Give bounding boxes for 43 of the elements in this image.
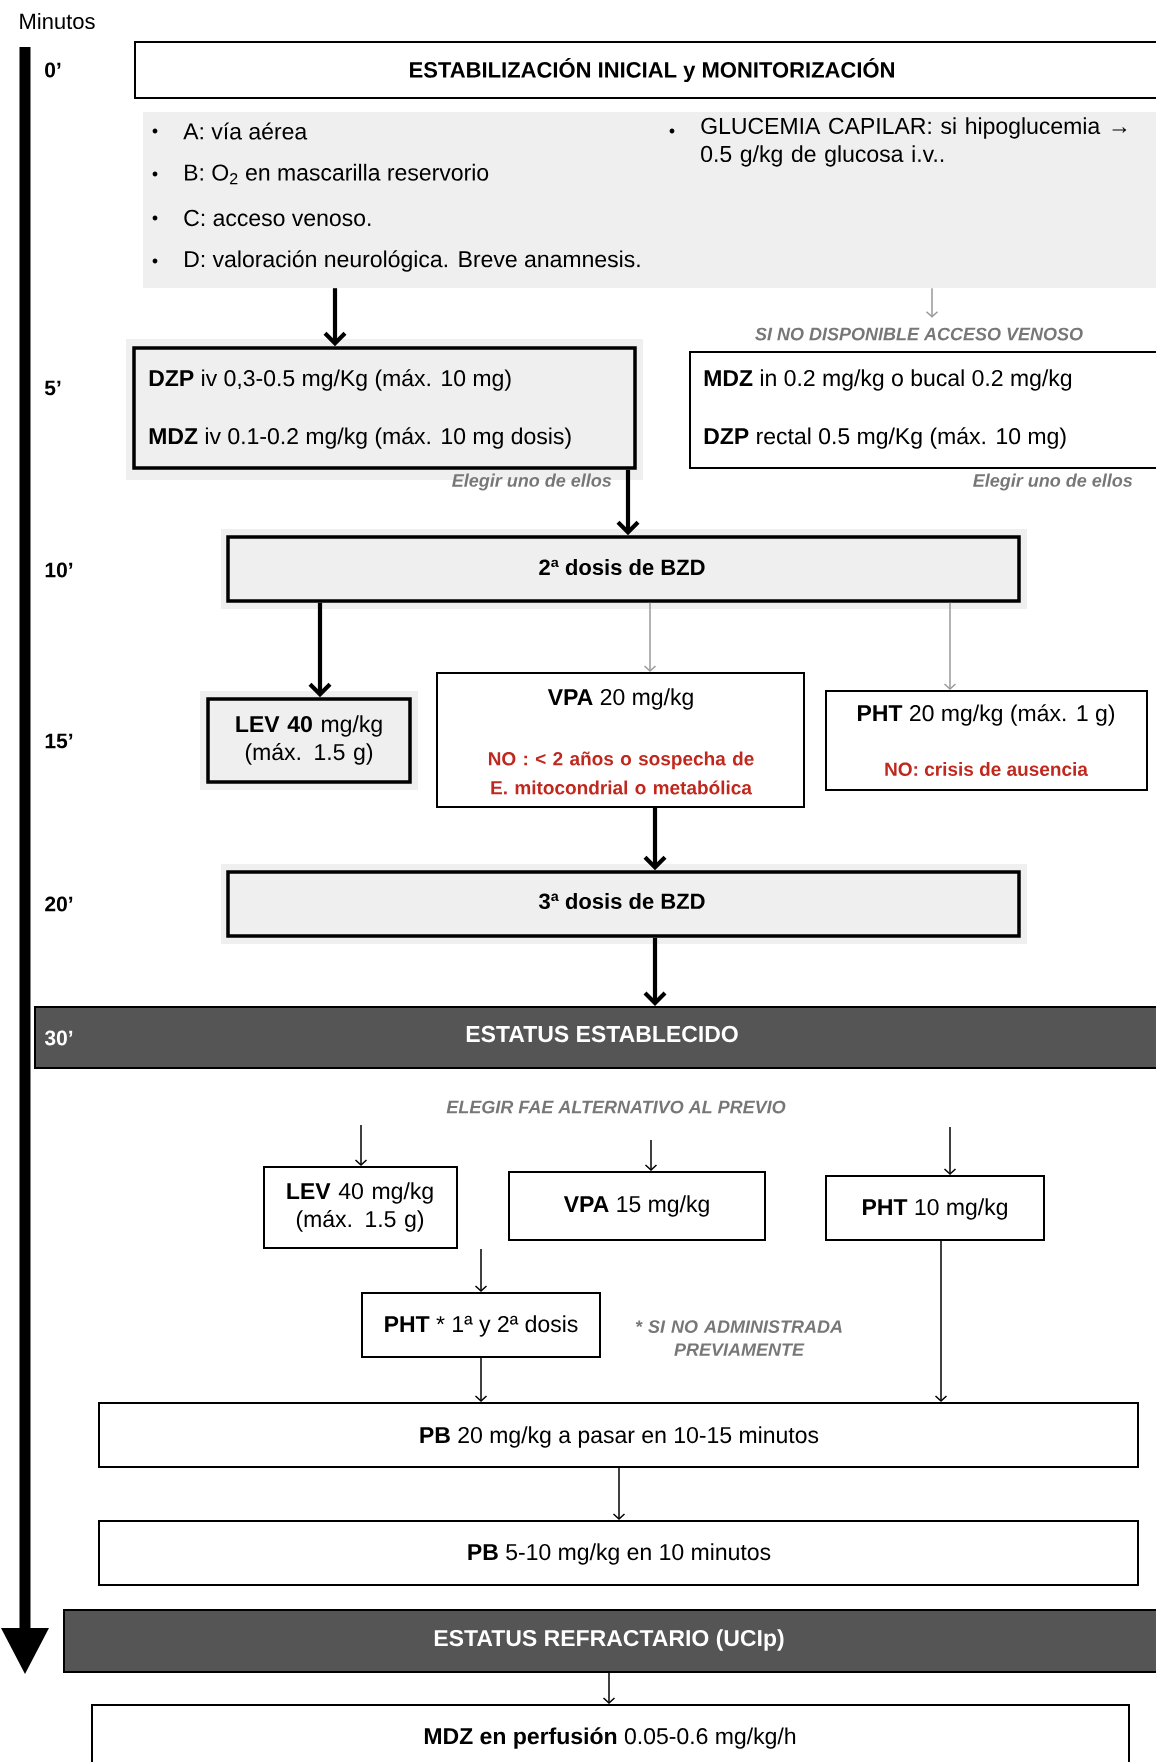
step-box: 2ª dosis de BZD [221, 529, 1027, 609]
step-box: 3ª dosis de BZD [221, 864, 1027, 944]
dose-box: SI NO DISPONIBLE ACCESO VENOSO MDZ in 0.2 mg/kg o bucal 0.2 mg/kg DZP rectal 0.5 mg/Kg (máx. 10 mg) [689, 327, 1156, 469]
time-label: 10’ [45, 562, 73, 578]
arrow [644, 1139, 658, 1171]
arrow [323, 288, 347, 347]
arrow [643, 808, 667, 871]
drug-box: PB 20 mg/kg a pasar en 10-15 minutos [98, 1402, 1139, 1468]
note-text: Elegir uno de ellos [973, 473, 1133, 491]
arrow [934, 1240, 948, 1402]
drug-box: VPA 20 mg/kg NO : < 2 años o sospecha de E. mitocondrial o metabólica [436, 672, 805, 808]
arrow [943, 602, 957, 690]
axis-title: Minutos [20, 12, 95, 30]
time-label: 5’ [44, 380, 61, 396]
arrow [925, 287, 939, 318]
time-label: 0’ [45, 62, 61, 78]
arrow [474, 1357, 488, 1402]
drug-box: PB 5-10 mg/kg en 10 minutos [98, 1520, 1139, 1586]
time-label: 30’ [44, 1030, 73, 1046]
arrow [474, 1248, 488, 1292]
drug-box: LEV 40 mg/kg (máx. 1.5 g) [263, 1166, 458, 1249]
drug-box: PHT 10 mg/kg [825, 1175, 1045, 1241]
status-band: ESTATUS REFRACTARIO (UCIp) [63, 1609, 1156, 1673]
arrow [643, 937, 667, 1006]
drug-box: VPA 15 mg/kg [508, 1171, 766, 1241]
info-panel: A: vía aérea B: O$_{2}$ en mascarilla reservorio C: acceso venoso. D: valoración neurológica. Breve anamnesis. GLUCEMIA CAPILAR: si hipoglucemia → 0.5 g/kg de glucosa i.v.. [143, 112, 1156, 288]
arrow [943, 1126, 957, 1175]
drug-box: LEV 40 mg/kg (máx. 1.5 g) [200, 691, 418, 790]
time-label: 15’ [45, 733, 73, 749]
drug-box: PHT 20 mg/kg (máx. 1 g) NO: crisis de ausencia [825, 690, 1148, 791]
arrow [612, 1467, 626, 1520]
note-text: * SI NO ADMINISTRADA PREVIAMENTE [635, 1320, 842, 1356]
arrow [602, 1672, 616, 1704]
arrow [616, 469, 640, 536]
drug-box: PHT* 1ª y 2ª dosis [361, 1292, 601, 1358]
arrow [308, 602, 332, 698]
note-text: ELEGIR FAE ALTERNATIVO AL PREVIO [446, 1100, 786, 1114]
title-box: ESTABILIZACIÓN INICIAL y MONITORIZACIÓN [134, 41, 1156, 99]
arrow [354, 1124, 368, 1166]
drug-box: MDZ en perfusión 0.05-0.6 mg/kg/h [91, 1704, 1130, 1762]
arrow [643, 602, 657, 672]
note-text: Elegir uno de ellos [452, 473, 612, 491]
time-label: 20’ [45, 896, 73, 912]
